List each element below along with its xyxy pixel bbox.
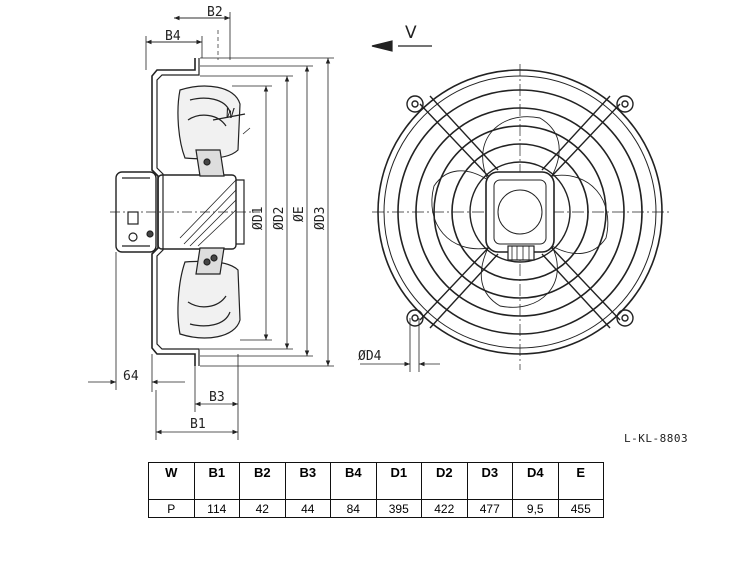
- cell-b4: 84: [330, 499, 377, 518]
- label-b3: B3: [209, 390, 225, 405]
- view-arrow: [371, 40, 432, 52]
- header-d3: D3: [466, 462, 513, 500]
- header-e: E: [557, 462, 604, 500]
- side-dimensions: [88, 12, 334, 440]
- cell-b1: 114: [193, 499, 240, 518]
- label-d2: ØD2: [272, 207, 287, 230]
- cell-e: 455: [557, 499, 604, 518]
- label-b4: B4: [165, 29, 181, 44]
- cell-d1: 395: [375, 499, 422, 518]
- label-w: W: [226, 107, 235, 122]
- side-view: [110, 30, 260, 366]
- label-b1: B1: [190, 417, 206, 432]
- label-e: ØE: [292, 206, 307, 222]
- cell-b2: 42: [239, 499, 286, 518]
- front-dimensions: [360, 318, 440, 372]
- label-d1: ØD1: [251, 207, 266, 230]
- label-offset-64: 64: [123, 369, 139, 384]
- header-b4: B4: [330, 462, 377, 500]
- cell-d4: 9,5: [512, 499, 559, 518]
- header-b3: B3: [284, 462, 331, 500]
- label-b2: B2: [207, 5, 223, 20]
- front-view: [372, 64, 670, 370]
- label-view: V: [405, 23, 417, 43]
- label-d3: ØD3: [313, 207, 328, 230]
- spec-table: W B1 B2 B3 B4 D1 D2 D3 D4 E P 114 42 44 …: [148, 462, 604, 518]
- table-row: P 114 42 44 84 395 422 477 9,5 455: [148, 499, 604, 518]
- cell-b3: 44: [284, 499, 331, 518]
- drawing-code: L-KL-8803: [624, 432, 689, 445]
- header-d1: D1: [375, 462, 422, 500]
- label-d4: ØD4: [358, 349, 382, 364]
- header-d2: D2: [421, 462, 468, 500]
- table-header-row: W B1 B2 B3 B4 D1 D2 D3 D4 E: [148, 462, 604, 500]
- cell-w: P: [148, 499, 195, 518]
- cell-d2: 422: [421, 499, 468, 518]
- header-w: W: [148, 462, 195, 500]
- header-b2: B2: [239, 462, 286, 500]
- cell-d3: 477: [466, 499, 513, 518]
- header-b1: B1: [193, 462, 240, 500]
- header-d4: D4: [512, 462, 559, 500]
